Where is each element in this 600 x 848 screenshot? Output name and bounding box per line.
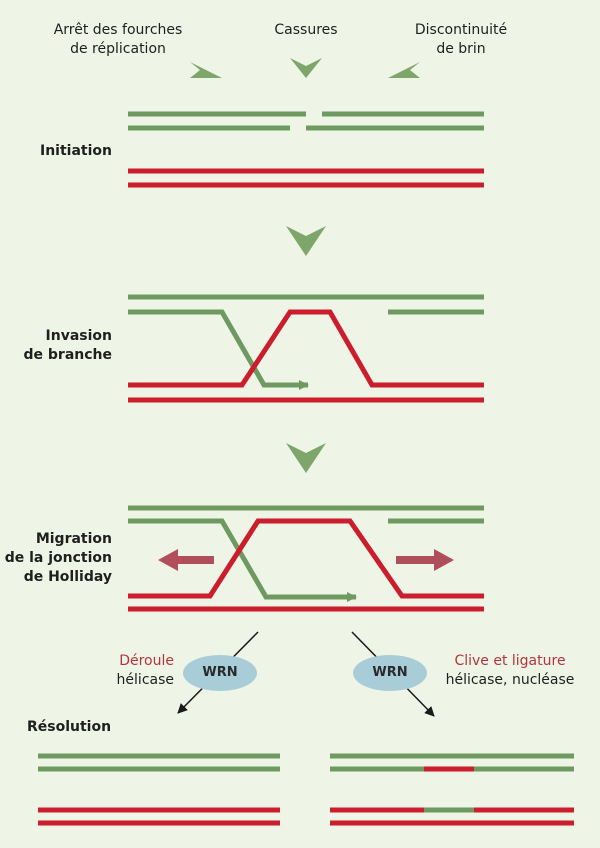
fork-arrest-label: Arrêt des fourches de réplication <box>18 21 218 59</box>
invasion-line-1: Invasion <box>45 328 112 344</box>
left-path-label: Déroule hélicase <box>70 652 174 690</box>
strand-gap-label: Discontinuité de brin <box>396 21 526 59</box>
initiation-label: Initiation <box>40 143 112 159</box>
left-enzyme-type-text: hélicase <box>116 672 174 688</box>
resolution-label: Résolution <box>27 719 112 735</box>
wrn-left-ellipse <box>183 655 257 691</box>
chevron-fork-arrest-icon <box>190 62 222 78</box>
migration-line-2: de la jonction <box>4 550 112 566</box>
migration-label: Migration de la jonction de Holliday <box>0 530 112 587</box>
chevron-breaks-icon <box>290 58 322 78</box>
invasion-line-2: de branche <box>23 347 113 363</box>
resolution-right-dna <box>330 753 574 826</box>
wrn-right-ellipse <box>353 655 427 691</box>
migration-line-1: Migration <box>35 531 112 547</box>
fork-arrest-line-1: Arrêt des fourches <box>53 22 183 38</box>
migration-arrow-left-icon <box>158 549 214 571</box>
left-action-text: Déroule <box>119 653 174 669</box>
right-action-text: Clive et ligature <box>454 653 566 669</box>
migration-line-3: de Holliday <box>23 569 112 585</box>
invasion-dna <box>128 294 484 403</box>
chevron-down-icon <box>286 443 326 473</box>
wrn-left-label: WRN <box>202 665 238 680</box>
wrn-right-label: WRN <box>372 665 408 680</box>
chevron-strand-gap-icon <box>388 62 420 78</box>
migration-arrow-right-icon <box>396 549 454 571</box>
chevron-down-icon <box>286 226 326 256</box>
strand-gap-line-2: de brin <box>436 41 486 57</box>
right-path-label: Clive et ligature hélicase, nucléase <box>430 652 590 690</box>
migration-dna <box>128 505 484 612</box>
invasion-label: Invasion de branche <box>0 327 113 365</box>
initiation-dna <box>128 111 484 188</box>
strand-gap-line-1: Discontinuité <box>414 22 508 38</box>
resolution-left-dna <box>38 753 280 826</box>
breaks-label: Cassures <box>274 22 338 38</box>
fork-arrest-line-2: de réplication <box>70 41 166 57</box>
right-enzyme-type-text: hélicase, nucléase <box>445 672 575 688</box>
